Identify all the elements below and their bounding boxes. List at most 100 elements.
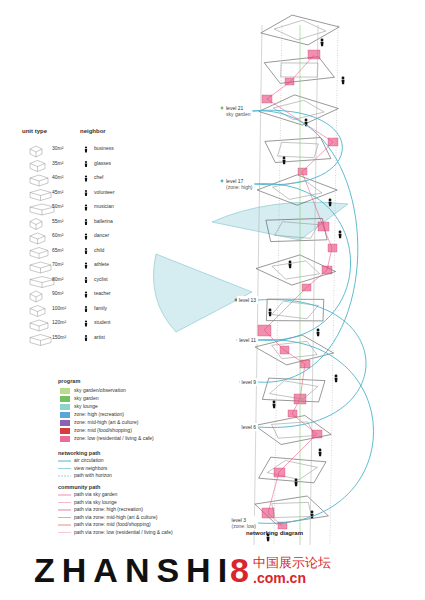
person-figure — [289, 261, 292, 264]
neighbor-name: teacher — [94, 291, 111, 297]
legend-text: path via zone: mid-high (art & culture) — [74, 515, 157, 521]
unit-icon — [30, 335, 51, 346]
level-name: level 9 — [242, 379, 256, 385]
watermark: .com.cn — [253, 571, 306, 585]
legend-swatch — [60, 420, 70, 426]
neighbor-name: cyclist — [94, 277, 108, 283]
person-figure — [316, 332, 319, 336]
floor-plate — [272, 341, 318, 358]
neighbor-icon — [85, 335, 87, 337]
unit-size: 65m² — [52, 248, 63, 254]
unit-size: 100m² — [52, 306, 66, 312]
neighbor-icon — [85, 146, 87, 148]
diagram-title: networking diagram — [246, 530, 303, 537]
legend-line-sample — [58, 525, 71, 526]
unit-icon — [30, 248, 48, 259]
floor-plate — [281, 63, 318, 77]
level-name: level 17 — [226, 178, 252, 184]
person-figure — [317, 329, 320, 332]
neighbor-icon — [85, 309, 87, 313]
legend-text: path via sky lounge — [74, 500, 117, 506]
person-figure — [338, 234, 341, 238]
level-label: level 17(zone: high) — [224, 177, 254, 191]
legend-text: zone: mid (food/shopping) — [74, 428, 132, 434]
person-figure — [339, 231, 342, 234]
core-line — [300, 25, 301, 545]
neighbor-icon — [85, 161, 87, 163]
unit-size: 45m² — [52, 190, 63, 196]
neighbor-icon — [85, 164, 87, 168]
legend-line-sample — [58, 532, 71, 533]
watermark: ZHANSHI — [34, 553, 234, 587]
legend-line-sample — [58, 476, 71, 477]
neighbor-icon — [85, 207, 87, 211]
level-label: level 11 — [237, 336, 258, 344]
legend-text: path via zone: high (recreation) — [74, 507, 143, 513]
neighbor-name: student — [94, 320, 110, 326]
person-figure — [282, 160, 285, 164]
legend-line-sample — [58, 461, 71, 462]
unit-icon — [30, 291, 42, 302]
legend-swatch — [60, 396, 70, 402]
legend-heading: program — [58, 378, 80, 384]
person-figure — [294, 482, 297, 486]
level-label: level 9 — [240, 378, 258, 386]
legend-heading: networking path — [58, 450, 100, 456]
neighbor-icon — [85, 265, 87, 269]
neighbor-icon — [85, 251, 87, 255]
neighbor-icon — [85, 236, 87, 240]
neighbor-name: musician — [94, 204, 114, 210]
legend-text: zone: low (residential / living & cafe) — [74, 436, 154, 442]
level-label: level 6 — [240, 423, 258, 431]
networking-path — [258, 300, 366, 428]
person-figure — [283, 157, 286, 160]
level-zone: (zone: high) — [226, 184, 252, 190]
networking-path — [258, 340, 374, 524]
legend-text: path via zone: mid (food/shopping) — [74, 522, 151, 528]
neighbor-icon — [85, 277, 87, 279]
legend-text: sky garden — [74, 396, 98, 402]
neighbor-icon — [85, 219, 87, 221]
neighbor-icon — [85, 190, 87, 192]
person-figure — [266, 537, 269, 541]
person-figure — [288, 264, 291, 268]
person-figure — [269, 309, 272, 312]
level-label: level 13 — [237, 296, 258, 304]
view-wedge — [154, 254, 253, 332]
person-figure — [328, 202, 331, 206]
neighbor-name: artist — [94, 335, 105, 341]
unit-size: 150m² — [52, 335, 66, 341]
floor-plates — [254, 15, 339, 545]
floor-plate — [270, 381, 318, 399]
person-figure — [320, 42, 323, 46]
level-name: level 3 — [232, 517, 256, 523]
tower-edge — [310, 25, 318, 545]
legend-text: zone: high (recreation) — [74, 412, 124, 418]
neighbor-name: dancer — [94, 233, 109, 239]
unit-size: 90m² — [52, 291, 63, 297]
neighbor-name: volunteer — [94, 190, 115, 196]
unit-size: 60m² — [52, 233, 63, 239]
person-figure — [272, 404, 275, 408]
level-zone: sky garden — [226, 111, 250, 117]
neighbor-name: child — [94, 248, 104, 254]
floor-plate — [264, 57, 334, 84]
neighbor-icon — [85, 306, 87, 308]
legend-text: path with horizon — [74, 473, 112, 479]
neighbor-icon — [85, 294, 87, 298]
legend-line-sample — [58, 502, 71, 503]
legend-text: path via sky garden — [74, 492, 117, 498]
floor-plate — [272, 261, 320, 279]
person-figure — [335, 375, 338, 378]
view-wedge — [212, 202, 348, 240]
legend-line-sample — [58, 468, 71, 469]
legend-text: sky lounge — [74, 404, 98, 410]
legend-text: path via zone: low (residential / living… — [74, 530, 173, 536]
unit-icon — [30, 320, 48, 331]
watermark: 中国展示论坛 — [253, 556, 331, 569]
floor-plate — [278, 142, 319, 157]
floor-plate — [272, 502, 312, 517]
legend-text: view neighbors — [74, 466, 107, 472]
